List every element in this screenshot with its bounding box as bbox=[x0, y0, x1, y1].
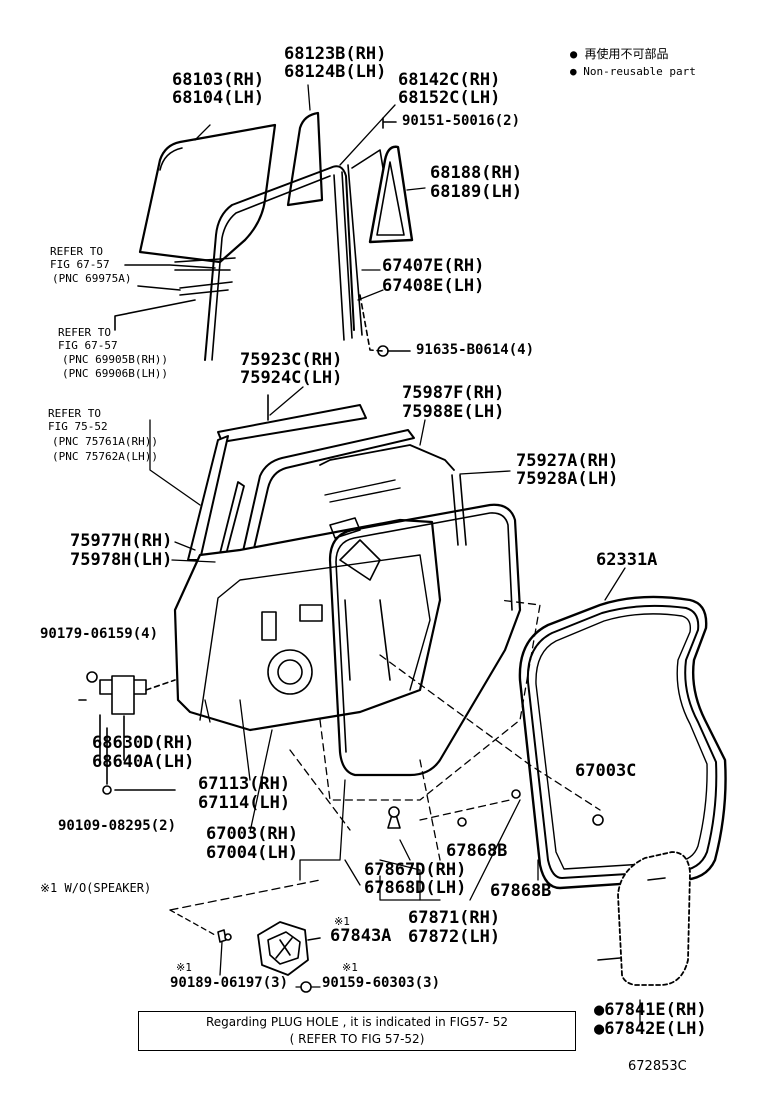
part-label-67867d: 67867D(RH) bbox=[364, 860, 467, 880]
part-label-90159: 90159-60303(3) bbox=[322, 975, 441, 991]
part-label-68188: 68188(RH) bbox=[430, 163, 523, 183]
division-bar-drawing bbox=[333, 164, 363, 341]
part-label-68142c: 68142C(RH) bbox=[398, 70, 501, 90]
part-label-68630d: 68630D(RH) bbox=[92, 733, 195, 753]
part-label-67868b-top: 67868B bbox=[446, 841, 508, 861]
speaker-condition-note: ※1 W/O(SPEAKER) bbox=[40, 881, 152, 895]
refer-note-2-line4: (PNC 69906B(LH)) bbox=[62, 367, 168, 380]
part-label-67114: 67114(LH) bbox=[198, 793, 291, 813]
part-label-90189: 90189-06197(3) bbox=[170, 975, 289, 991]
part-label-75987f: 75987F(RH) bbox=[402, 383, 505, 403]
part-label-67003: 67003(RH) bbox=[206, 824, 299, 844]
refer-note-1-line3: (PNC 69975A) bbox=[52, 272, 132, 285]
part-label-68152c: 68152C(LH) bbox=[398, 88, 501, 108]
legend-non-reusable-cjk: ● 再使用不可部品 bbox=[570, 47, 669, 61]
part-label-68123b: 68123B(RH) bbox=[284, 44, 387, 64]
part-label-67872: 67872(LH) bbox=[408, 927, 501, 947]
part-label-67003c: 67003C bbox=[575, 761, 637, 781]
refer-note-3-line1: REFER TO bbox=[48, 407, 101, 420]
refer-note-2-line2: FIG 67-57 bbox=[58, 339, 118, 352]
part-label-67407e: 67407E(RH) bbox=[382, 256, 485, 276]
part-label-75923c: 75923C(RH) bbox=[240, 350, 343, 370]
door-glass-drawing bbox=[138, 123, 277, 264]
part-label-68103: 68103(RH) bbox=[172, 70, 265, 90]
speaker-box-drawing bbox=[257, 921, 321, 976]
part-label-75927a: 75927A(RH) bbox=[516, 451, 619, 471]
door-hinge-drawing bbox=[78, 671, 176, 715]
part-label-91635: 91635-B0614(4) bbox=[416, 342, 535, 358]
refer-note-2-line1: REFER TO bbox=[58, 326, 111, 339]
quarter-glass-weatherstrip-drawing bbox=[368, 145, 414, 244]
part-label-68640a: 68640A(LH) bbox=[92, 752, 195, 772]
footnote-mark-1: ※1 bbox=[334, 915, 350, 928]
part-label-62331a: 62331A bbox=[596, 550, 658, 570]
refer-note-2-line3: (PNC 69905B(RH)) bbox=[62, 353, 168, 366]
part-label-67842e: ●67842E(LH) bbox=[594, 1019, 707, 1039]
part-label-68189: 68189(LH) bbox=[430, 182, 523, 202]
plug-hole-note: Regarding PLUG HOLE , it is indicated in… bbox=[138, 1011, 576, 1051]
part-label-75977h: 75977H(RH) bbox=[70, 531, 173, 551]
door-panel-drawing bbox=[173, 518, 442, 732]
part-label-67868b-bottom: 67868B bbox=[490, 881, 552, 901]
part-label-75988e: 75988E(LH) bbox=[402, 402, 505, 422]
refer-note-1-line2: FIG 67-57 bbox=[50, 258, 110, 271]
part-label-67408e: 67408E(LH) bbox=[382, 276, 485, 296]
part-label-75928a: 75928A(LH) bbox=[516, 469, 619, 489]
part-label-67841e: ●67841E(RH) bbox=[594, 1000, 707, 1020]
glass-run-drawing bbox=[204, 165, 355, 361]
refer-note-3-line4: (PNC 75762A(LH)) bbox=[52, 450, 158, 463]
refer-note-1-line1: REFER TO bbox=[50, 245, 103, 258]
refer-note-3-line3: (PNC 75761A(RH)) bbox=[52, 435, 158, 448]
part-label-90179: 90179-06159(4) bbox=[40, 626, 159, 642]
footnote-mark-3: ※1 bbox=[342, 961, 358, 974]
plug-hole-note-line2: ( REFER TO FIG 57-52) bbox=[289, 1032, 425, 1046]
part-label-67004: 67004(LH) bbox=[206, 843, 299, 863]
part-label-90151: 90151-50016(2) bbox=[402, 113, 521, 129]
legend-non-reusable-eng: ● Non-reusable part bbox=[570, 65, 696, 78]
belt-moulding-drawing bbox=[217, 404, 367, 443]
part-label-90109: 90109-08295(2) bbox=[58, 818, 177, 834]
hole-cover-drawing bbox=[617, 851, 691, 986]
clip-drawing bbox=[387, 789, 604, 829]
plug-hole-note-line1: Regarding PLUG HOLE , it is indicated in… bbox=[205, 1015, 509, 1029]
part-label-67843a: 67843A bbox=[330, 926, 392, 946]
part-label-68124b: 68124B(LH) bbox=[284, 62, 387, 82]
footnote-mark-2: ※1 bbox=[176, 961, 192, 974]
part-label-67868d: 67868D(LH) bbox=[364, 878, 467, 898]
illustration-code: 672853C bbox=[628, 1059, 687, 1074]
part-label-75978h: 75978H(LH) bbox=[70, 550, 173, 570]
refer-note-3-line2: FIG 75-52 bbox=[48, 420, 108, 433]
frame-moulding-drawing bbox=[187, 435, 229, 561]
part-label-67871: 67871(RH) bbox=[408, 908, 501, 928]
part-label-68104: 68104(LH) bbox=[172, 88, 265, 108]
part-label-67113: 67113(RH) bbox=[198, 774, 291, 794]
part-label-75924c: 75924C(LH) bbox=[240, 368, 343, 388]
